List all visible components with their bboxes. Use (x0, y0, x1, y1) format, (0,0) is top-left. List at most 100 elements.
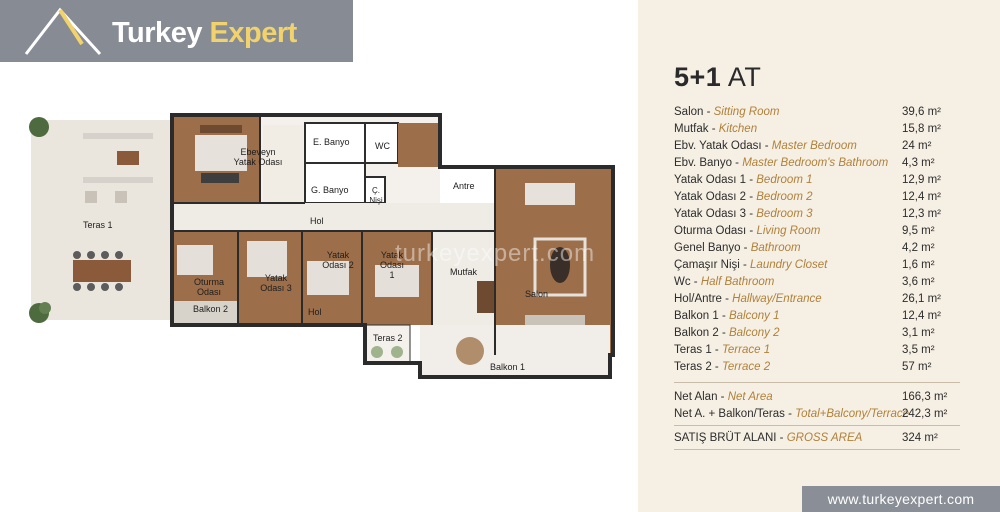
room-label-mutfak: Mutfak (450, 267, 478, 277)
row-en: Master Bedroom (771, 140, 857, 152)
row-area: 9,5 m² (902, 225, 935, 237)
area-row: Teras 2 - Terrace 2 57 m² (674, 359, 964, 376)
room-label-yatak-odasi-3: Yatak Odası 3 (260, 273, 292, 293)
row-tr: Genel Banyo - (674, 242, 751, 254)
row-tr: Yatak Odası 2 - (674, 191, 757, 203)
room-label-c-nisi: Ç. Nişi (369, 186, 383, 205)
total-row-net: Net Alan - Net Area 166,3 m² (674, 389, 964, 406)
room-label-yatak-odasi-2: Yatak Odası 2 (322, 250, 354, 270)
room-label-e-banyo: E. Banyo (313, 137, 350, 147)
row-en: Net Area (727, 391, 773, 403)
row-en: Living Room (756, 225, 821, 237)
row-area: 57 m² (902, 361, 932, 373)
room-label-wc: WC (375, 141, 390, 151)
row-area: 39,6 m² (902, 106, 941, 118)
row-en: Master Bedroom's Bathroom (742, 157, 889, 169)
row-en: Bathroom (750, 242, 801, 254)
row-area: 4,3 m² (902, 157, 935, 169)
row-area: 324 m² (902, 432, 938, 444)
row-tr: Ebv. Yatak Odası - (674, 140, 772, 152)
row-en: Total+Balcony/Terrace (795, 408, 910, 420)
room-label-ebeveyn-yatak-odasi: Ebeveyn Yatak Odası (233, 147, 283, 167)
room-label-hol-2: Hol (308, 307, 322, 317)
area-row: Hol/Antre - Hallway/Entrance 26,1 m² (674, 291, 964, 308)
row-area: 15,8 m² (902, 123, 941, 135)
row-en: Bedroom 1 (756, 174, 813, 186)
area-row: Ebv. Banyo - Master Bedroom's Bathroom 4,… (674, 155, 964, 172)
row-en: Hallway/Entrance (732, 293, 822, 305)
row-tr: Mutfak - (674, 123, 719, 135)
divider (674, 425, 960, 426)
row-en: Laundry Closet (750, 259, 828, 271)
row-area: 12,3 m² (902, 208, 941, 220)
room-label-teras-1: Teras 1 (83, 220, 113, 230)
row-tr: Net Alan - (674, 391, 728, 403)
row-area: 26,1 m² (902, 293, 941, 305)
row-area: 166,3 m² (902, 391, 948, 403)
row-area: 1,6 m² (902, 259, 935, 271)
area-row: Wc - Half Bathroom 3,6 m² (674, 274, 964, 291)
area-row: Ebv. Yatak Odası - Master Bedroom 24 m² (674, 138, 964, 155)
row-en: Terrace 1 (721, 344, 771, 356)
area-row: Çamaşır Nişi - Laundry Closet 1,6 m² (674, 257, 964, 274)
row-tr: Oturma Odası - (674, 225, 757, 237)
row-area: 3,6 m² (902, 276, 935, 288)
logo-banner: Turkey Expert (0, 0, 353, 62)
room-label-salon: Salon (525, 289, 549, 299)
divider (674, 449, 960, 450)
row-tr: Balkon 2 - (674, 327, 729, 339)
website-url-bar: www.turkeyexpert.com (802, 486, 1000, 512)
area-row: Yatak Odası 1 - Bedroom 1 12,9 m² (674, 172, 964, 189)
row-tr: Wc - (674, 276, 701, 288)
logo-text: Turkey Expert (112, 17, 297, 50)
room-label-yatak-odasi-1: Yatak Odası 1 (379, 250, 404, 280)
row-en: Half Bathroom (700, 276, 775, 288)
area-row: Balkon 2 - Balcony 2 3,1 m² (674, 325, 964, 342)
row-tr: Çamaşır Nişi - (674, 259, 751, 271)
row-en: Terrace 2 (721, 361, 771, 373)
roof-logo-icon (24, 7, 102, 56)
row-en: Bedroom 2 (756, 191, 813, 203)
room-label-antre: Antre (453, 181, 475, 191)
room-label-balkon-2: Balkon 2 (193, 304, 229, 314)
area-row: Mutfak - Kitchen 15,8 m² (674, 121, 964, 138)
row-en: Balcony 2 (728, 327, 780, 339)
website-url[interactable]: www.turkeyexpert.com (827, 491, 975, 507)
logo-word-turkey: Turkey (112, 17, 202, 49)
room-label-balkon-1: Balkon 1 (490, 362, 526, 372)
row-en: GROSS AREA (786, 432, 863, 444)
row-tr: Net A. + Balkon/Teras - (674, 408, 796, 420)
row-tr: Balkon 1 - (674, 310, 729, 322)
row-en: Sitting Room (713, 106, 780, 118)
divider (674, 382, 960, 383)
area-row: Oturma Odası - Living Room 9,5 m² (674, 223, 964, 240)
row-tr: Ebv. Banyo - (674, 157, 743, 169)
row-area: 12,9 m² (902, 174, 941, 186)
row-tr: Hol/Antre - (674, 293, 733, 305)
floor-plan: Teras 1 Ebeveyn Yatak Odası E. Banyo WC … (25, 105, 635, 390)
row-en: Kitchen (718, 123, 758, 135)
row-tr: Teras 2 - (674, 361, 722, 373)
area-row: Balkon 1 - Balcony 1 12,4 m² (674, 308, 964, 325)
row-area: 242,3 m² (902, 408, 948, 420)
unit-type-suffix: AT (721, 62, 762, 92)
row-tr: Yatak Odası 1 - (674, 174, 757, 186)
unit-type-title: 5+1 AT (674, 62, 761, 93)
row-en: Balcony 1 (728, 310, 780, 322)
total-row-with-balcony: Net A. + Balkon/Teras - Total+Balcony/Te… (674, 406, 964, 423)
room-label-hol: Hol (310, 216, 324, 226)
row-area: 24 m² (902, 140, 932, 152)
row-area: 3,1 m² (902, 327, 935, 339)
logo-word-expert: Expert (209, 17, 298, 49)
row-tr: Yatak Odası 3 - (674, 208, 757, 220)
row-area: 12,4 m² (902, 310, 941, 322)
watermark-text: turkeyexpert.com (395, 240, 596, 267)
row-area: 4,2 m² (902, 242, 935, 254)
row-area: 3,5 m² (902, 344, 935, 356)
